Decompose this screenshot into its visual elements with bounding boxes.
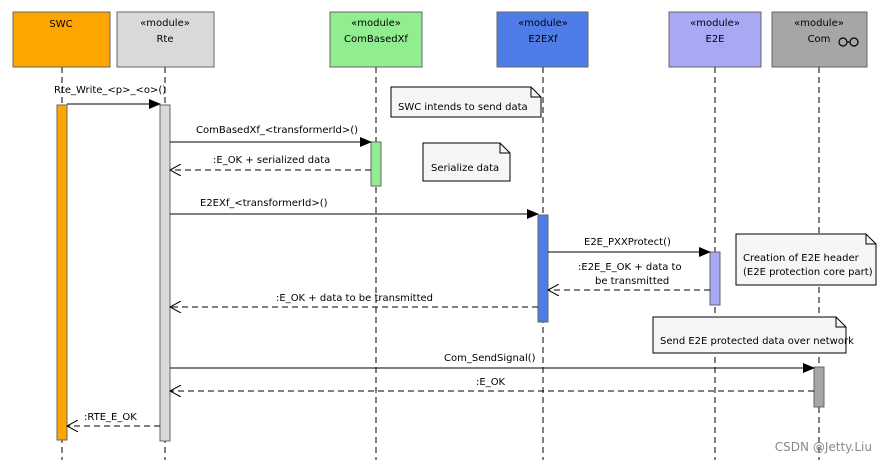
participant-swc[interactable]: SWC — [12, 11, 111, 68]
participant-e2e-stereotype: «module» — [690, 18, 740, 29]
message-serialized-return-label: :E_OK + serialized data — [213, 155, 330, 166]
message-rte-return: :RTE_E_OK — [67, 412, 160, 426]
participant-e2exf[interactable]: «module» E2EXf — [496, 11, 589, 68]
message-com-send-label: Com_SendSignal() — [444, 353, 536, 364]
participant-rte[interactable]: «module» Rte — [116, 11, 215, 68]
note-e2e-header: Creation of E2E header (E2E protection c… — [735, 233, 877, 286]
message-e2e-return: :E2E_E_OK + data to be transmitted — [548, 262, 710, 290]
participant-rte-stereotype: «module» — [140, 18, 190, 29]
note-e2e-header-line1: Creation of E2E header — [743, 253, 860, 264]
message-rte-write-label: Rte_Write_<p>_<o>() — [54, 85, 166, 96]
activation-com — [813, 366, 825, 408]
participant-combasedxf-stereotype: «module» — [351, 18, 401, 29]
message-com-return-label: :E_OK — [476, 377, 506, 388]
participant-rte-name: Rte — [156, 34, 173, 45]
message-e2e-protect-label: E2E_PXXProtect() — [584, 237, 671, 248]
activation-e2e — [709, 251, 721, 306]
message-com-return: :E_OK — [170, 377, 814, 391]
message-e2exf-call-label: E2EXf_<transformerId>() — [200, 198, 328, 209]
activation-swc — [56, 104, 68, 441]
activation-e2exf — [537, 214, 549, 323]
note-swc-intends: SWC intends to send data — [390, 86, 542, 118]
participant-e2e-name: E2E — [706, 34, 725, 45]
participant-com[interactable]: «module» Com — [771, 11, 868, 68]
note-serialize-text: Serialize data — [431, 163, 499, 174]
message-e2exf-call: E2EXf_<transformerId>() — [170, 198, 539, 219]
message-data-return: :E_OK + data to be transmitted — [170, 293, 538, 307]
message-rte-write: Rte_Write_<p>_<o>() — [54, 85, 166, 109]
message-rte-return-label: :RTE_E_OK — [84, 412, 137, 423]
participant-combasedxf[interactable]: «module» ComBasedXf — [329, 11, 423, 68]
message-combasedxf-call-label: ComBasedXf_<transformerId>() — [196, 125, 358, 136]
participant-e2e[interactable]: «module» E2E — [668, 11, 762, 68]
activation-rte — [159, 104, 171, 442]
message-e2e-protect: E2E_PXXProtect() — [548, 237, 711, 257]
participant-com-stereotype: «module» — [794, 18, 844, 29]
message-e2e-return-label-line2: be transmitted — [595, 276, 669, 287]
note-swc-intends-text: SWC intends to send data — [398, 102, 528, 113]
note-send-network: Send E2E protected data over network — [652, 316, 854, 354]
participant-swc-name: SWC — [49, 19, 72, 30]
link-icon — [838, 37, 859, 47]
activation-combasedxf — [370, 141, 382, 187]
message-combasedxf-call: ComBasedXf_<transformerId>() — [170, 125, 372, 147]
participant-e2exf-name: E2EXf — [528, 34, 558, 45]
note-send-network-text: Send E2E protected data over network — [660, 336, 854, 347]
message-serialized-return: :E_OK + serialized data — [170, 155, 371, 170]
message-com-send: Com_SendSignal() — [170, 353, 815, 373]
message-data-return-label: :E_OK + data to be transmitted — [276, 293, 433, 304]
participant-com-name: Com — [808, 34, 831, 45]
participant-e2exf-stereotype: «module» — [518, 18, 568, 29]
note-serialize: Serialize data — [422, 142, 511, 182]
message-e2e-return-label: :E2E_E_OK + data to — [578, 262, 682, 273]
watermark: CSDN @Jetty.Liu — [775, 440, 872, 454]
participant-combasedxf-name: ComBasedXf — [344, 34, 408, 45]
note-e2e-header-line2: (E2E protection core part) — [743, 267, 873, 278]
